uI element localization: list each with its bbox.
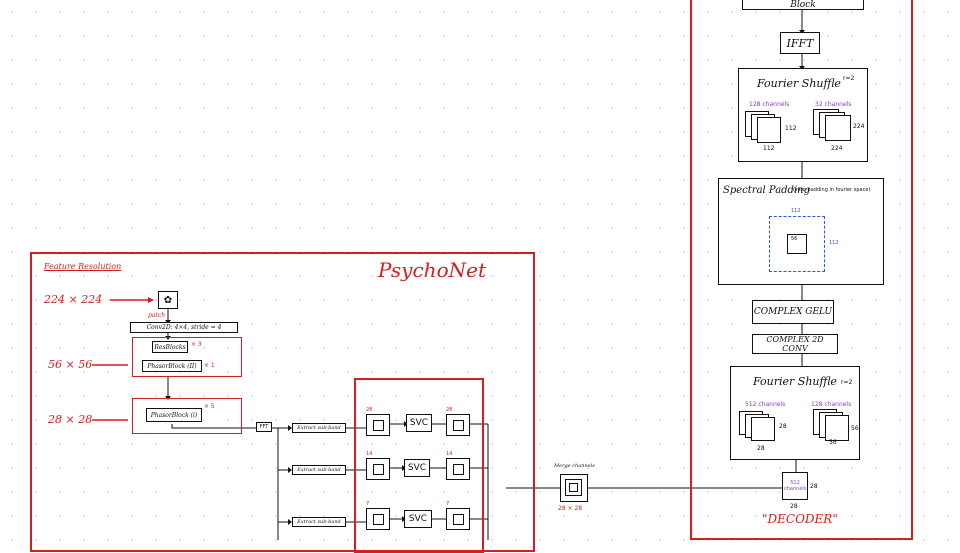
fshift-bottom-out-size-b: 56: [829, 439, 837, 446]
stage2-frame: [132, 398, 242, 434]
resblock-label: ResBlocks: [154, 343, 186, 351]
decoder-label: "DECODER": [762, 512, 838, 526]
stage1-frame: [132, 337, 242, 377]
band-num-2a: 14: [366, 451, 373, 457]
fourier-shuffle-bottom: Fourier Shuffle r=2 512 channels 128 cha…: [730, 366, 860, 460]
decoder-frame: [690, 0, 913, 540]
size-label-56: 56 × 56: [48, 358, 93, 371]
extract-subband-2: Extract sub-band: [292, 465, 346, 475]
fshift-bottom-in-size-r: 28: [779, 423, 787, 430]
section-label: Feature Resolution: [44, 262, 122, 271]
top-block: Block: [742, 0, 864, 10]
fshift-bottom-out-size-r: 56: [851, 425, 859, 432]
phasor-ii-label: PhasorBlock (II): [147, 362, 197, 370]
spectral-padding-block: Spectral Padding (zero-padding in fourie…: [718, 178, 884, 285]
top-block-label: Block: [790, 0, 816, 10]
size-label-224: 224 × 224: [44, 293, 103, 306]
fshift-top-in-size-b: 112: [763, 145, 775, 152]
phasor-i-label: PhasorBlock (i): [150, 411, 198, 419]
band-out-3: [446, 508, 470, 530]
phasor-i-mult: × 5: [204, 403, 215, 410]
fshift-bottom-r: r=2: [841, 379, 853, 386]
fshift-top-title: Fourier Shuffle: [757, 77, 841, 90]
svc-block-2: SVC: [404, 459, 430, 477]
extract-subband-3: Extract sub-band: [292, 517, 346, 527]
spectral-title: Spectral Padding: [723, 185, 810, 196]
size-label-28: 28 × 28: [48, 413, 93, 426]
phasor-block-ii: PhasorBlock (II): [142, 360, 202, 372]
ifft-block: IFFT: [780, 32, 820, 54]
ifft-label: IFFT: [786, 36, 814, 50]
fshift-top-in-size-r: 112: [785, 125, 797, 132]
merge-block: [560, 474, 588, 502]
fft-block: FFT: [256, 422, 272, 432]
spectral-inner-label: 56: [791, 236, 798, 242]
diagram-title: PsychoNet: [378, 258, 486, 282]
extract-label-2: Extract sub-band: [297, 467, 341, 473]
decoder-input-tensor: 512 channels: [782, 472, 808, 500]
conv2d-label: Conv2D: 4×4, stride = 4: [146, 324, 222, 331]
spectral-note: (zero-padding in fourier space): [793, 187, 871, 193]
spectral-inner-square: [787, 234, 807, 254]
conv-label: COMPLEX 2D CONV: [766, 335, 824, 353]
fshift-bottom-title: Fourier Shuffle: [753, 375, 837, 388]
svc-label-1: SVC: [409, 418, 429, 428]
merge-size: 28 × 28: [558, 505, 583, 512]
band-num-3a: 7: [366, 501, 370, 507]
band-out-2: [446, 458, 470, 480]
conv2d-block: Conv2D: 4×4, stride = 4: [130, 322, 238, 333]
band-num-1a: 28: [366, 407, 373, 413]
resblock: ResBlocks: [152, 341, 188, 353]
spectral-outer-square: [769, 216, 825, 272]
decoder-input-size-b: 28: [790, 503, 798, 510]
phasor-ii-mult: × 1: [204, 362, 215, 369]
band-num-1b: 28: [446, 407, 453, 413]
fourier-shuffle-top: Fourier Shuffle r=2 128 channels 32 chan…: [738, 68, 868, 162]
band-out-1: [446, 414, 470, 436]
svc-label-3: SVC: [408, 514, 428, 524]
fft-label: FFT: [259, 424, 269, 430]
resblock-mult: × 3: [191, 341, 202, 348]
fshift-top-in-ch: 128 channels: [749, 101, 790, 108]
fshift-top-out-ch: 32 channels: [815, 101, 852, 108]
decoder-input-ch: 512 channels: [784, 480, 807, 492]
input-image-icon: ✿: [158, 291, 178, 309]
phasor-block-i: PhasorBlock (i): [146, 408, 202, 422]
band-in-2: [366, 458, 390, 480]
spectral-outer-side: 112: [829, 240, 839, 246]
extract-label-3: Extract sub-band: [297, 519, 341, 525]
band-in-1: [366, 414, 390, 436]
fshift-top-r: r=2: [843, 75, 855, 82]
svc-block-3: SVC: [404, 510, 432, 528]
merge-label: Merge channels: [554, 463, 595, 469]
svc-block-1: SVC: [406, 414, 432, 432]
band-num-2b: 14: [446, 451, 453, 457]
band-in-3: [366, 508, 390, 530]
fshift-top-out-size-b: 224: [831, 145, 843, 152]
svc-label-2: SVC: [407, 463, 427, 473]
conv-note: patch: [148, 312, 166, 319]
gelu-label: COMPLEX GELU: [753, 307, 833, 317]
fshift-bottom-in-size-b: 28: [757, 445, 765, 452]
extract-subband-1: Extract sub-band: [292, 423, 346, 433]
fshift-bottom-out-ch: 128 channels: [811, 401, 852, 408]
band-num-3b: 7: [446, 501, 450, 507]
complex-conv-block: COMPLEX 2D CONV: [752, 334, 838, 354]
fshift-bottom-in-ch: 512 channels: [745, 401, 786, 408]
spectral-outer-top: 112: [791, 208, 801, 214]
complex-gelu-block: COMPLEX GELU: [752, 300, 834, 324]
fshift-top-out-size-r: 224: [853, 123, 865, 130]
decoder-input-size-r: 28: [810, 483, 818, 490]
extract-label-1: Extract sub-band: [297, 425, 341, 431]
